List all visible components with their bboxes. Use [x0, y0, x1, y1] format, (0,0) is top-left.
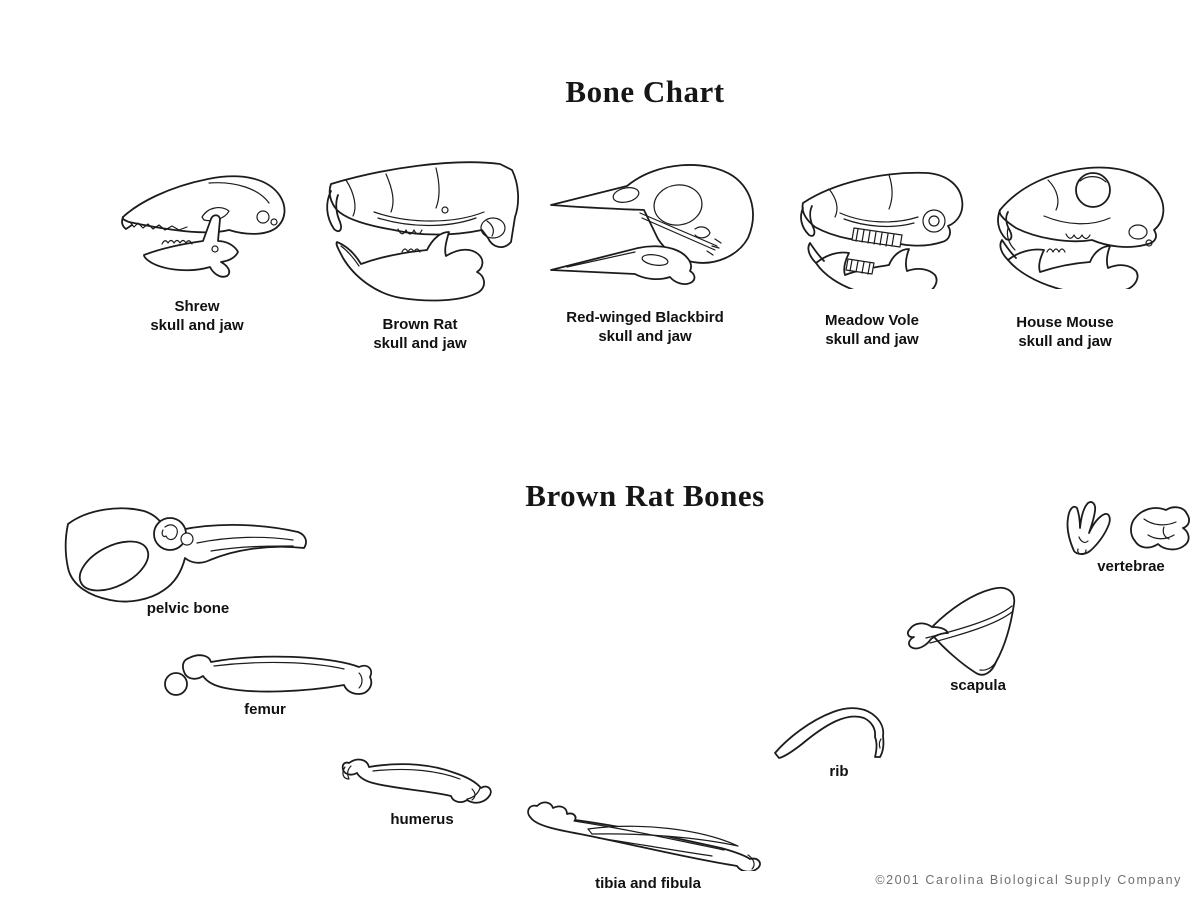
rib-label: rib: [829, 763, 849, 780]
brown-rat-part: skull and jaw: [373, 335, 467, 352]
house-mouse-name: House Mouse: [1016, 314, 1114, 331]
house-mouse-skull-drawing: [997, 166, 1165, 289]
meadow-vole-part: skull and jaw: [825, 331, 919, 348]
rib-figure: [771, 702, 907, 764]
meadow-vole-name: Meadow Vole: [825, 312, 919, 329]
femur-drawing: [164, 654, 373, 696]
brown-rat-bones-title: Brown Rat Bones: [525, 478, 765, 513]
vertebrae-drawing: [1066, 501, 1190, 555]
pelvic-bone-drawing: [64, 507, 307, 603]
house-mouse-caption: House Mouse skull and jaw: [955, 313, 1175, 351]
shrew-skull-drawing: [121, 175, 286, 278]
scapula-drawing: [907, 586, 1016, 676]
femur-label: femur: [244, 701, 286, 718]
blackbird-part: skull and jaw: [598, 328, 692, 345]
meadow-vole-caption: Meadow Vole skull and jaw: [762, 311, 982, 349]
pelvic-bone-label: pelvic bone: [146, 600, 230, 617]
blackbird-skull-figure: [547, 151, 763, 288]
vertebrae-label: vertebrae: [1097, 558, 1165, 575]
vertebrae-figure: [1052, 499, 1200, 561]
house-mouse-part: skull and jaw: [1018, 333, 1112, 350]
blackbird-name: Red-winged Blackbird: [566, 309, 724, 326]
rib-drawing: [774, 707, 885, 759]
meadow-vole-skull-drawing: [800, 171, 964, 289]
brown-rat-skull-drawing: [326, 161, 519, 302]
brown-rat-skull-figure: [314, 151, 529, 307]
humerus-figure: [334, 750, 505, 808]
shrew-skull-figure: [116, 156, 294, 290]
copyright-text: ©2001 Carolina Biological Supply Company: [875, 873, 1182, 887]
brown-rat-caption: Brown Rat skull and jaw: [310, 315, 530, 353]
blackbird-caption: Red-winged Blackbird skull and jaw: [535, 308, 755, 346]
shrew-caption: Shrew skull and jaw: [87, 297, 307, 335]
blackbird-skull-drawing: [550, 164, 754, 285]
humerus-label: humerus: [390, 811, 454, 828]
femur-figure: [154, 646, 375, 704]
humerus-drawing: [341, 758, 492, 804]
pelvic-bone-figure: [57, 501, 313, 607]
tibia-fibula-drawing: [527, 801, 761, 871]
shrew-part: skull and jaw: [150, 317, 244, 334]
brown-rat-name: Brown Rat: [382, 316, 458, 333]
house-mouse-skull-figure: [987, 151, 1173, 289]
tibia-fibula-figure: [516, 793, 765, 871]
meadow-vole-skull-figure: [793, 156, 969, 289]
scapula-figure: [902, 582, 1048, 684]
scapula-label: scapula: [950, 677, 1006, 694]
tibia-fibula-label: tibia and fibula: [595, 875, 701, 892]
bone-chart-title: Bone Chart: [565, 74, 725, 109]
shrew-name: Shrew: [174, 298, 220, 315]
